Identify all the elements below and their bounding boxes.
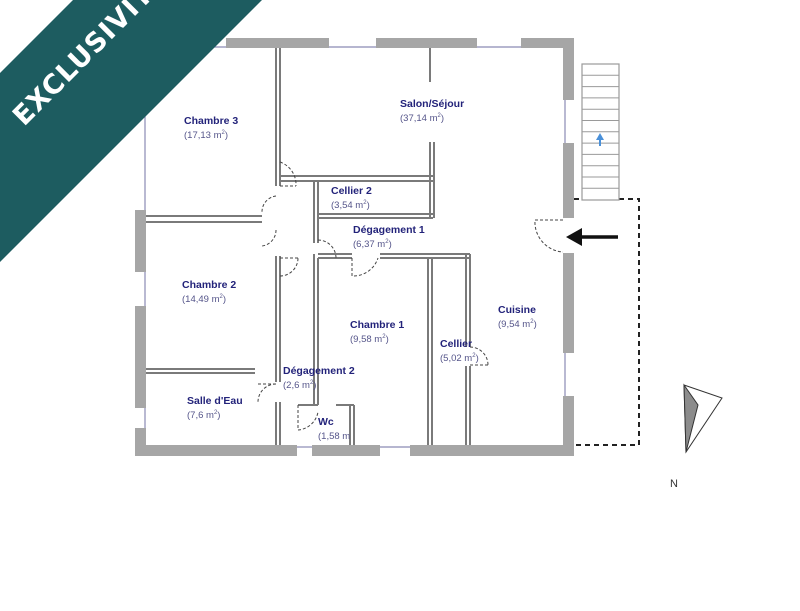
- room-area-chambre-1: (9,58 m2): [350, 334, 389, 345]
- room-area-salle-d-eau: (7,6 m2): [187, 410, 220, 421]
- terrace-outline: [574, 198, 640, 446]
- room-area-chambre-2: (14,49 m2): [182, 294, 226, 305]
- north-arrow-icon: [683, 383, 723, 454]
- room-name-chambre-2: Chambre 2: [182, 279, 236, 291]
- room-name-salon-sejour: Salon/Séjour: [400, 98, 464, 110]
- compass-label: N: [670, 478, 678, 490]
- door-swings: [257, 161, 564, 431]
- interior-walls: [146, 48, 471, 445]
- room-name-cuisine: Cuisine: [498, 304, 536, 316]
- room-name-salle-d-eau: Salle d'Eau: [187, 395, 243, 407]
- room-labels: Chambre 3 (17,13 m2) Salon/Séjour (37,14 m2…: [182, 98, 537, 442]
- room-name-chambre-1: Chambre 1: [350, 319, 404, 331]
- room-name-wc: Wc: [318, 416, 334, 428]
- room-name-cellier-2: Cellier 2: [331, 185, 372, 197]
- room-area-wc: (1,58 m: [318, 431, 350, 442]
- room-area-cellier-2: (3,54 m2): [331, 200, 370, 211]
- room-name-chambre-3: Chambre 3: [184, 115, 238, 127]
- room-name-cellier: Cellier: [440, 338, 472, 350]
- room-name-degagement-2: Dégagement 2: [283, 365, 355, 377]
- room-area-cellier: (5,02 m2): [440, 353, 479, 364]
- room-area-cuisine: (9,54 m2): [498, 319, 537, 330]
- entrance-arrow-icon: [566, 228, 618, 246]
- room-area-salon-sejour: (37,14 m2): [400, 113, 444, 124]
- room-area-degagement-1: (6,37 m2): [353, 239, 392, 250]
- room-name-degagement-1: Dégagement 1: [353, 224, 425, 236]
- room-area-degagement-2: (2,6 m2): [283, 380, 316, 391]
- room-area-chambre-3: (17,13 m2): [184, 130, 228, 141]
- stair-arrow-icon: [596, 133, 604, 140]
- staircase: [581, 63, 620, 201]
